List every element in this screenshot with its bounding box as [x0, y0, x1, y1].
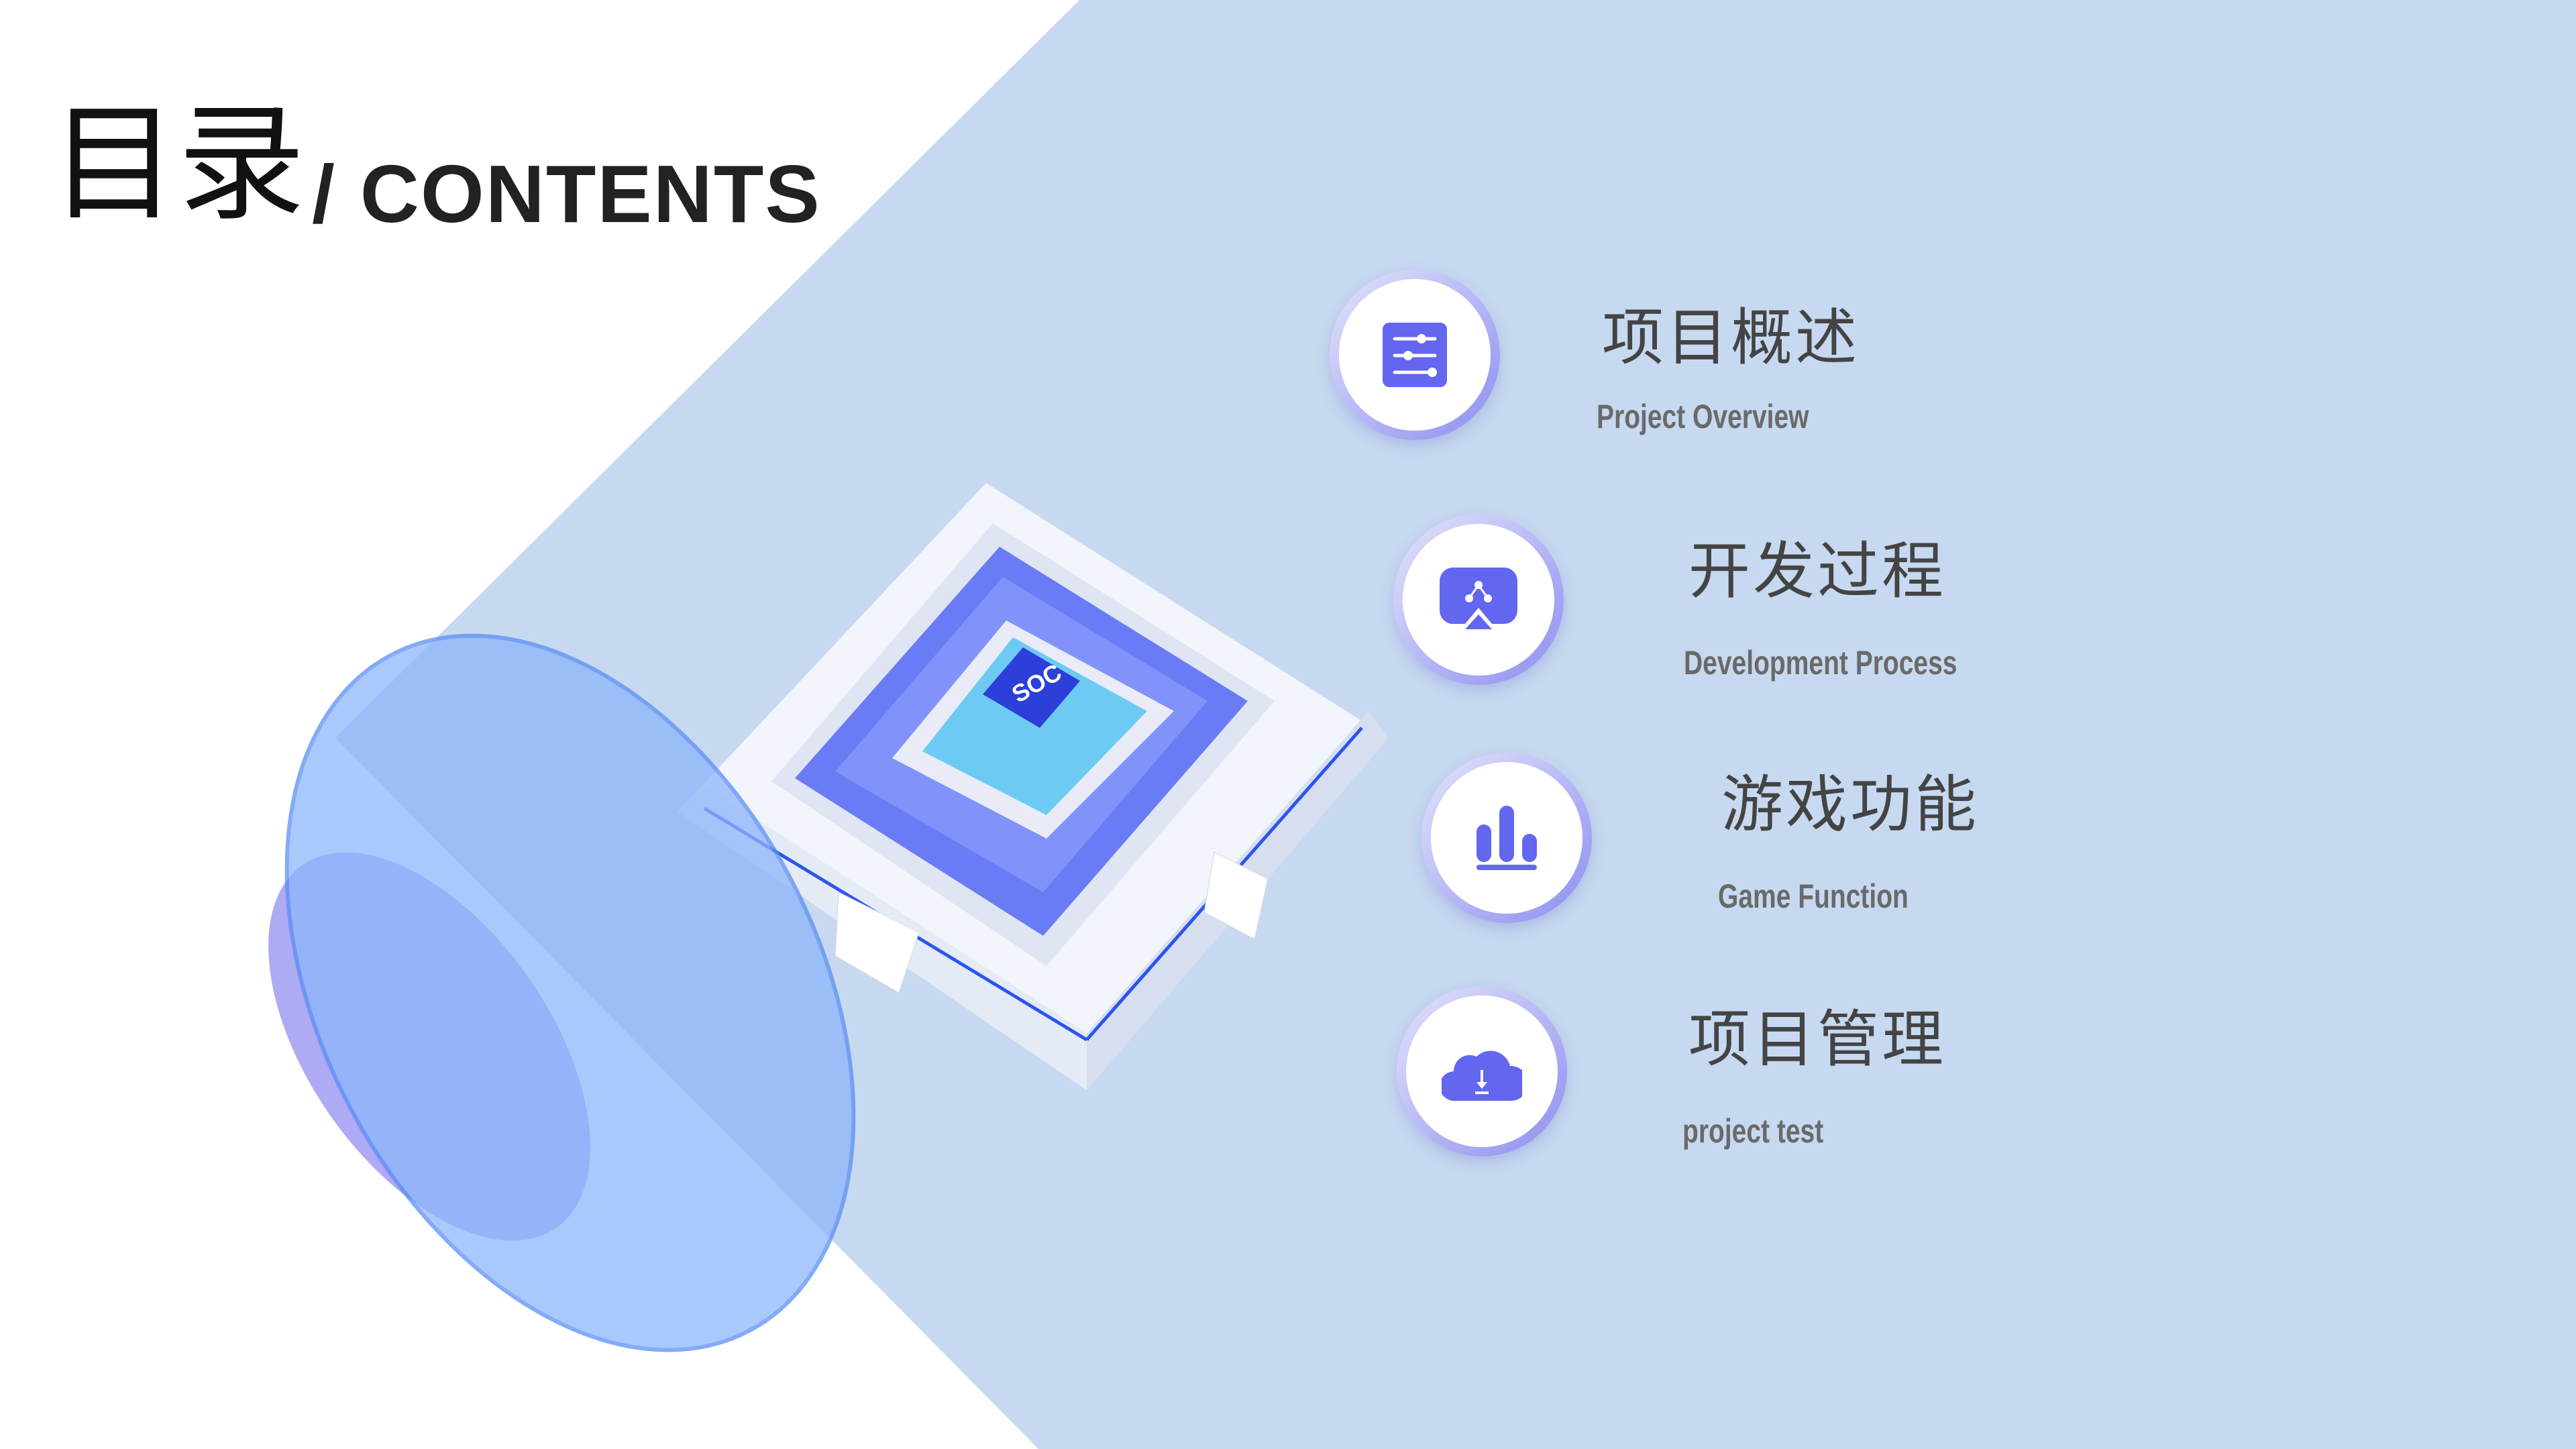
item-1-title[interactable]: 项目概述 — [1602, 302, 1860, 374]
item-3-subtitle: Game Function — [1718, 877, 1909, 915]
item-3-title[interactable]: 游戏功能 — [1721, 769, 1980, 841]
glass-disc-illustration — [268, 633, 856, 1352]
cloud-download-icon — [1442, 1051, 1522, 1101]
presentation-icon — [1440, 568, 1517, 632]
soc-chip — [983, 647, 1080, 728]
sliders-icon — [1383, 323, 1447, 387]
blue-diagonal-panel — [335, 0, 2576, 1449]
item-4-subtitle: project test — [1682, 1112, 1824, 1150]
item-2-title[interactable]: 开发过程 — [1688, 535, 1947, 607]
item-2-icon-button[interactable] — [1393, 515, 1564, 685]
page-title-english: / CONTENTS — [312, 148, 821, 239]
page-title: 目录 — [50, 90, 306, 238]
item-4-icon-button[interactable] — [1397, 986, 1567, 1157]
item-3-icon-button[interactable] — [1421, 753, 1592, 923]
item-2-subtitle: Development Process — [1684, 644, 1957, 682]
item-1-subtitle: Project Overview — [1597, 398, 1809, 435]
chip-illustration: SOC — [678, 483, 1389, 1090]
item-1-icon-button[interactable] — [1330, 270, 1500, 440]
bar-chart-icon — [1477, 806, 1537, 870]
item-4-title[interactable]: 项目管理 — [1688, 1004, 1947, 1075]
